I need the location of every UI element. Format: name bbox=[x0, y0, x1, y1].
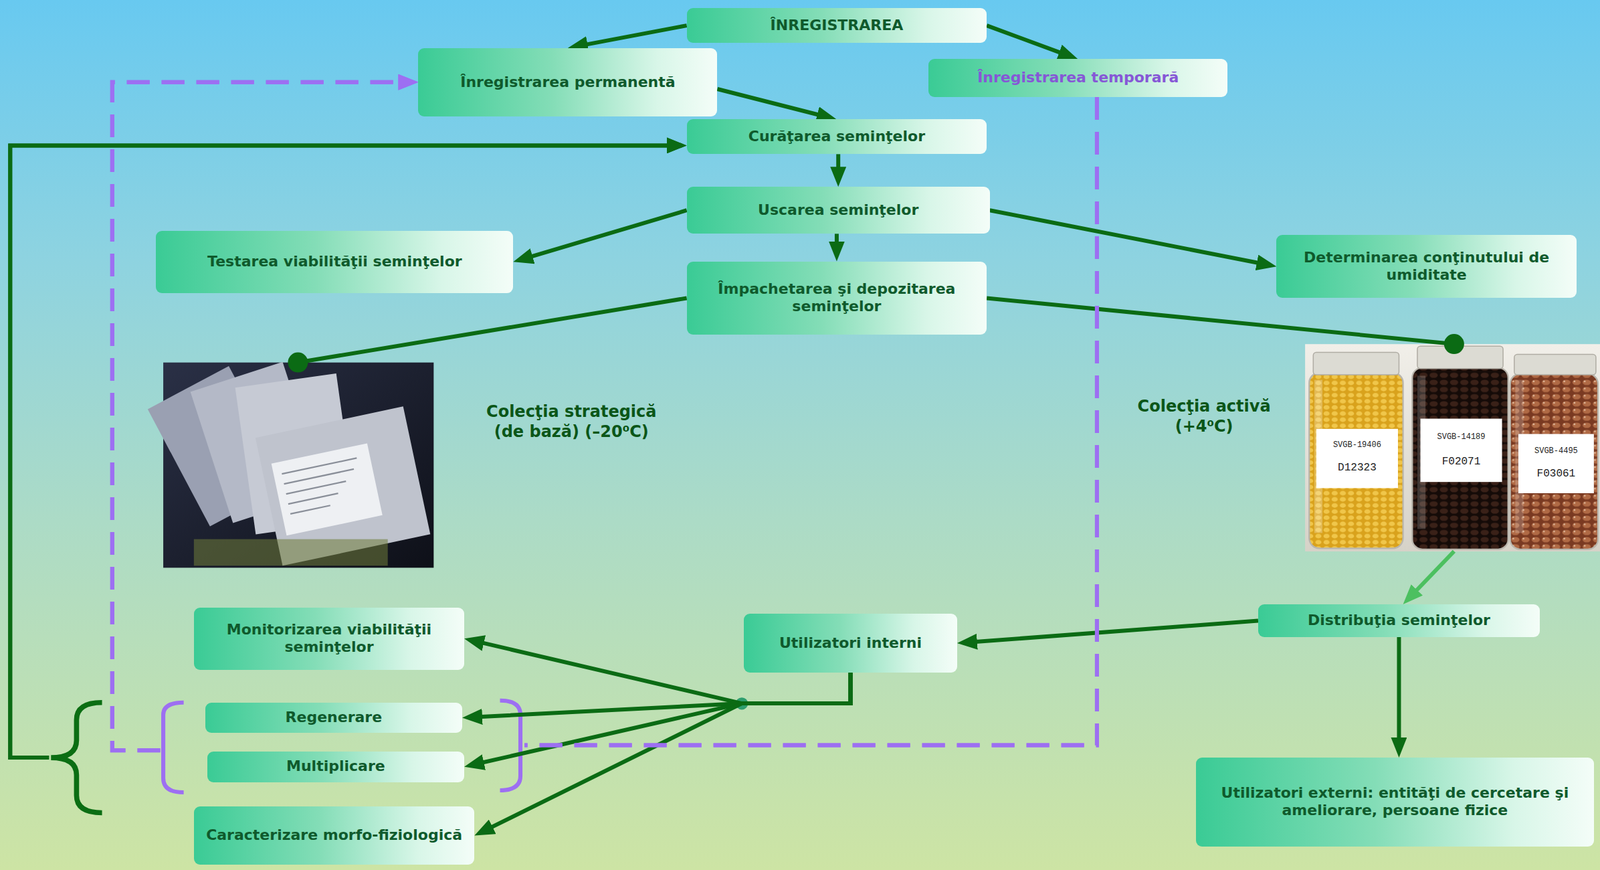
process-box: Monitorizarea viabilităţii seminţelor bbox=[193, 607, 465, 670]
box-text: Monitorizarea viabilităţii seminţelor bbox=[202, 620, 457, 657]
jar-label: F03061 bbox=[1537, 467, 1576, 480]
box-text: Regenerare bbox=[285, 708, 383, 726]
photo-panel: Colecţia activă (+4⁰C) bbox=[1305, 343, 1600, 552]
seed-bag-photo bbox=[147, 361, 435, 568]
jar-label: SVGB-4495 bbox=[1534, 446, 1578, 456]
process-box: Înregistrarea temporară bbox=[928, 58, 1228, 97]
process-box: Determinarea conţinutului de umiditate bbox=[1276, 234, 1577, 299]
panel-heading: Colecţia strategică (de bază) (–20⁰C) bbox=[477, 401, 666, 442]
box-text: Înregistrarea permanentă bbox=[460, 73, 675, 91]
jar-label: D12323 bbox=[1337, 461, 1377, 474]
flow-arrow bbox=[717, 88, 828, 118]
jar-label: SVGB-14189 bbox=[1437, 432, 1486, 442]
process-box: Multiplicare bbox=[207, 751, 465, 782]
seed-jar-photo bbox=[1305, 343, 1600, 552]
process-box: Utilizatori externi: entităţi de cerceta… bbox=[1195, 757, 1594, 847]
process-box: Regenerare bbox=[205, 702, 463, 734]
dashed-arrow bbox=[524, 96, 1097, 746]
flow-arrow bbox=[966, 620, 1259, 643]
box-text: Curăţarea seminţelor bbox=[748, 127, 926, 146]
box-text: ÎNREGISTRAREA bbox=[770, 16, 904, 35]
flow-arrow bbox=[989, 210, 1268, 265]
process-box: Testarea viabilităţii seminţelor bbox=[155, 230, 514, 293]
process-box: Utilizatori interni bbox=[743, 613, 958, 673]
flow-arrow bbox=[577, 25, 687, 47]
photo-panel: Colecţia strategică (de bază) (–20⁰C) bbox=[163, 362, 434, 568]
process-box: Împachetarea şi depozitarea seminţelor bbox=[686, 261, 988, 336]
box-text: Testarea viabilităţii seminţelor bbox=[207, 252, 463, 271]
flow-arrow bbox=[834, 233, 839, 252]
box-text: Utilizatori externi: entităţi de cerceta… bbox=[1204, 783, 1586, 820]
process-box: Caracterizare morfo-fiziologică bbox=[193, 806, 475, 865]
flow-arrow bbox=[836, 153, 841, 178]
box-text: Înregistrarea temporară bbox=[977, 68, 1179, 87]
anchor-dot bbox=[287, 352, 308, 373]
flow-arrow bbox=[471, 672, 851, 717]
flow-arrow bbox=[1396, 636, 1401, 748]
process-box: Uscarea seminţelor bbox=[686, 186, 990, 234]
process-box: Înregistrarea permanentă bbox=[418, 48, 718, 117]
box-text: Utilizatori interni bbox=[779, 634, 922, 652]
process-box: ÎNREGISTRAREA bbox=[686, 8, 988, 43]
box-text: Determinarea conţinutului de umiditate bbox=[1284, 248, 1569, 285]
process-box: Curăţarea seminţelor bbox=[686, 119, 988, 154]
box-text: Multiplicare bbox=[286, 757, 386, 775]
flow-arrow bbox=[473, 672, 851, 764]
panel-heading: Colecţia activă (+4⁰C) bbox=[1120, 395, 1288, 437]
flow-arrow bbox=[482, 672, 851, 831]
box-text: Caracterizare morfo-fiziologică bbox=[206, 826, 463, 844]
flow-arrow bbox=[986, 25, 1069, 56]
flow-arrow bbox=[1409, 551, 1455, 598]
dashed-arrow bbox=[524, 96, 1097, 746]
box-text: Împachetarea şi depozitarea seminţelor bbox=[694, 280, 980, 316]
jar-label: F02071 bbox=[1442, 455, 1481, 468]
jar-label: SVGB-19406 bbox=[1333, 440, 1382, 450]
group-bracket bbox=[163, 702, 184, 792]
process-box: Distribuţia seminţelor bbox=[1258, 604, 1540, 637]
link-line bbox=[297, 297, 687, 362]
box-text: Uscarea seminţelor bbox=[757, 201, 919, 219]
link-line bbox=[986, 297, 1455, 344]
flow-arrow bbox=[522, 210, 687, 259]
curly-brace bbox=[50, 702, 102, 813]
box-text: Distribuţia seminţelor bbox=[1307, 611, 1491, 629]
anchor-dot bbox=[1444, 333, 1465, 354]
